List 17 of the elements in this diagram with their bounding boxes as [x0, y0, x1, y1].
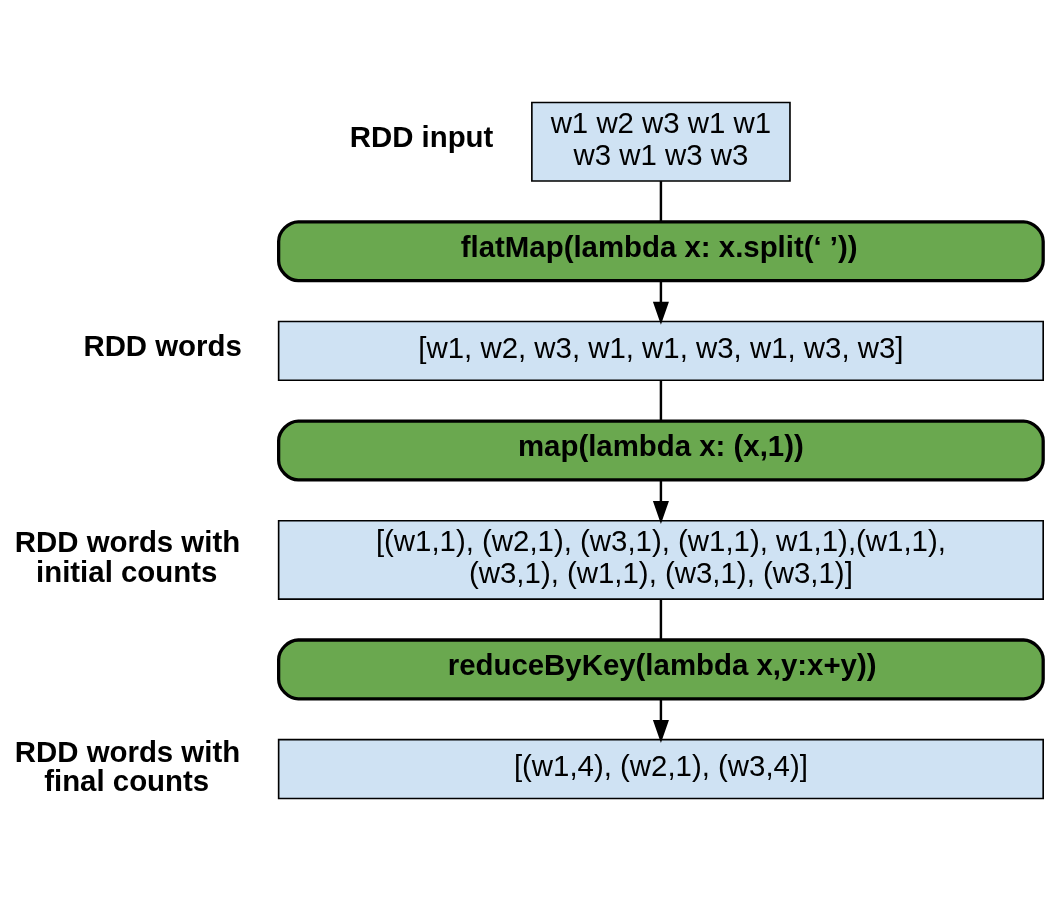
arrow [652, 480, 669, 524]
node-box: reduceByKey(lambda x,y:x+y)) [277, 638, 1045, 701]
connector [659, 181, 663, 222]
node-box: [w1, w2, w3, w1, w1, w3, w1, w3, w3] [277, 320, 1044, 382]
node-box: [(w1,4), (w2,1), (w3,4)] [277, 738, 1044, 800]
node-label: RDD input [349, 120, 494, 154]
node-label: RDD words [83, 329, 242, 363]
connector [659, 380, 663, 421]
node-box: flatMap(lambda x: x.split(‘ ’)) [277, 220, 1045, 283]
node-box: map(lambda x: (x,1)) [277, 419, 1045, 482]
node-label: RDD words with initial counts [14, 525, 241, 588]
arrow [652, 698, 669, 743]
arrow [652, 280, 669, 325]
connector [659, 599, 663, 640]
node-box: [(w1,1), (w2,1), (w3,1), (w1,1), w1,1),(w1,1), (w3,1), (w1,1), (w3,1), (w3,1)] [277, 519, 1044, 600]
node-label: RDD words with final counts [14, 734, 241, 797]
node-box: w1 w2 w3 w1 w1 w3 w1 w3 w3 [531, 101, 791, 182]
